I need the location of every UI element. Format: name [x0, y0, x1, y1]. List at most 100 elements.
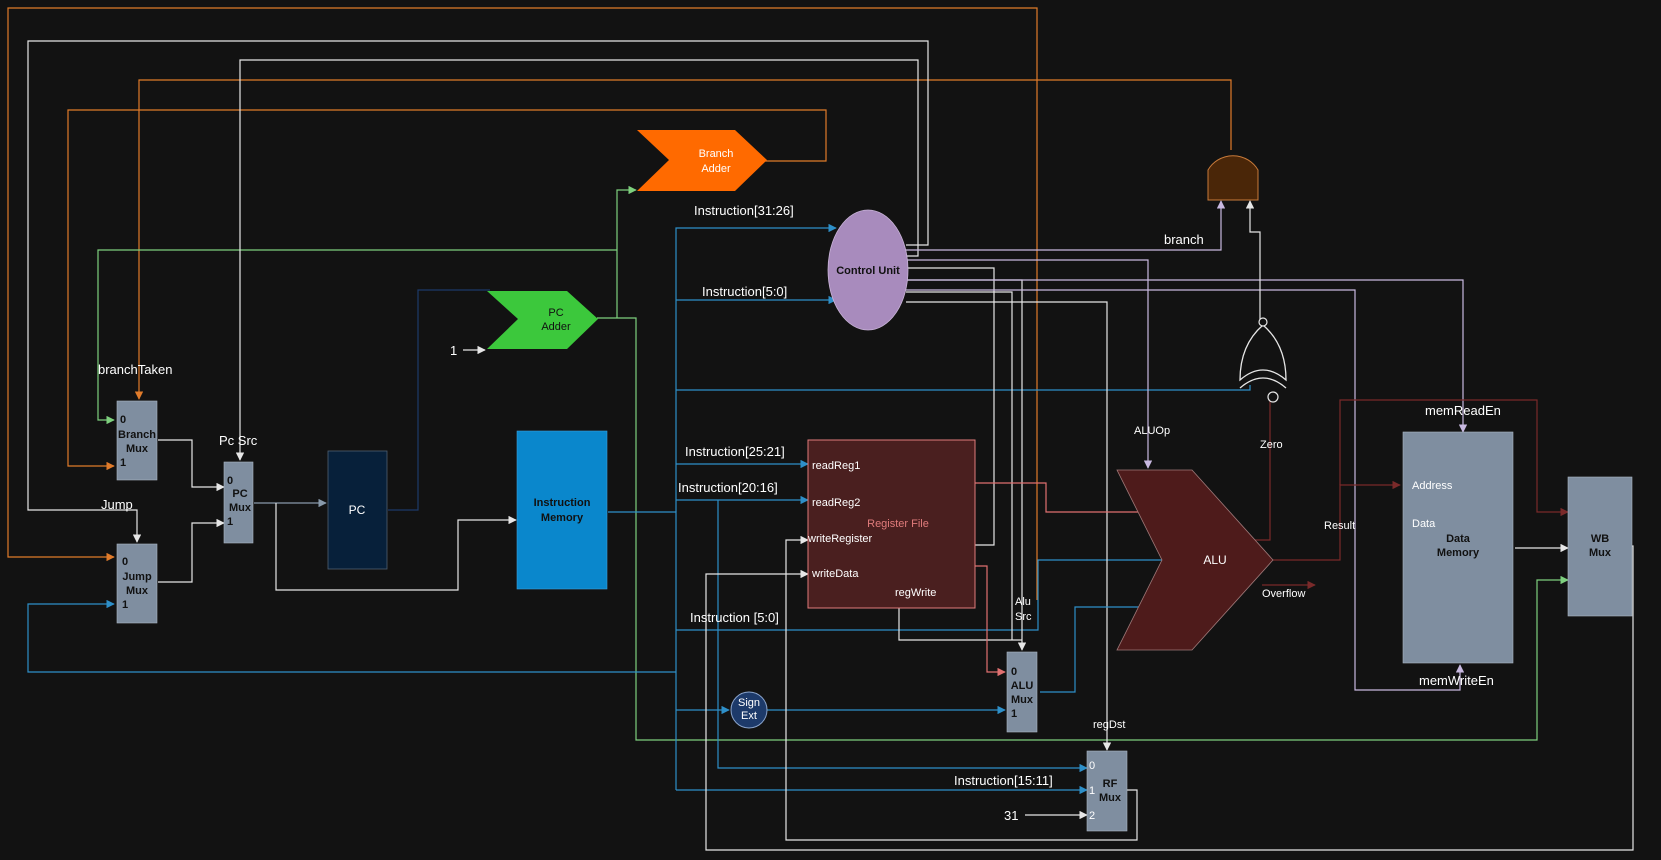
label-alu-src-2: Src — [1015, 611, 1032, 623]
wire-pc-adder-to-wb-mux — [597, 317, 1569, 741]
alu: ALU — [1116, 469, 1274, 651]
pc-mux-name2: Mux — [229, 502, 252, 514]
wire-jump-target-to-jump-mux — [7, 7, 1038, 600]
sign-ext-name2: Ext — [741, 710, 757, 722]
jump-mux-label-0: 0 — [122, 556, 128, 568]
pc-mux: 0 PC Mux 1 — [223, 461, 254, 544]
wire-alu-result — [1273, 480, 1401, 561]
wb-mux: WB Mux — [1567, 476, 1633, 617]
wire-cu-jump — [27, 40, 929, 543]
rf-mux-label-2: 2 — [1089, 810, 1095, 822]
wire-alu-mux-to-alu — [1040, 602, 1151, 693]
instruction-memory-name2: Memory — [541, 512, 584, 524]
branch-mux-label-1: 1 — [120, 457, 126, 469]
wire-instr-5-0-alu — [676, 555, 1184, 631]
alu-label: ALU — [1203, 553, 1226, 567]
xor-gate — [1239, 317, 1287, 403]
wire-branch-adder-to-branch-mux — [67, 109, 827, 471]
rf-port-readreg1: readReg1 — [812, 460, 860, 472]
wire-zero — [1253, 400, 1271, 541]
rf-mux: 0 1 2 RF Mux — [1086, 750, 1128, 832]
wire-cu-aluop — [906, 259, 1153, 469]
wire-and-to-branch-taken — [134, 79, 1232, 400]
label-instr-5-0-top: Instruction[5:0] — [702, 284, 787, 299]
pc-mux-label-0: 0 — [227, 475, 233, 487]
alu-mux: 0 ALU Mux 1 — [1006, 651, 1038, 733]
wire-cu-branch — [906, 200, 1226, 251]
wire-pc-adder-to-branch-mux — [97, 249, 617, 425]
jump-mux-label-1: 1 — [122, 599, 128, 611]
alu-mux-label-0: 0 — [1011, 666, 1017, 678]
rf-mux-label-1: 1 — [1089, 785, 1095, 797]
control-unit-label: Control Unit — [836, 265, 900, 277]
wire-read-data-1 — [974, 482, 1151, 517]
pc-mux-name1: PC — [232, 488, 247, 500]
label-mem-write-en: memWriteEn — [1419, 673, 1494, 688]
rf-mux-name1: RF — [1103, 778, 1118, 790]
sign-ext-name1: Sign — [738, 697, 760, 709]
label-jump: Jump — [101, 497, 133, 512]
rf-port-regwrite: regWrite — [895, 587, 936, 599]
label-reg-dst: regDst — [1093, 719, 1125, 731]
label-const-one: 1 — [450, 343, 457, 358]
wire-cu-pcsrc — [235, 59, 919, 461]
data-memory-name2: Memory — [1437, 547, 1480, 559]
and-gate — [1207, 155, 1259, 201]
wire-instr-bus — [608, 511, 677, 790]
control-unit: Control Unit — [827, 209, 909, 331]
wire-jump-mux-to-pc-mux — [158, 518, 225, 583]
jump-mux-name2: Mux — [126, 585, 149, 597]
instruction-memory: Instruction Memory — [516, 430, 608, 590]
wire-pc-to-pc-adder — [388, 289, 490, 511]
pc-label: PC — [349, 503, 366, 517]
wire-alu-result-to-wb — [1339, 399, 1569, 517]
label-alu-src-1: Alu — [1015, 596, 1031, 608]
pc-mux-label-1: 1 — [227, 516, 233, 528]
jump-mux: 0 Jump Mux 1 — [116, 543, 158, 624]
pc-adder: PC Adder — [487, 291, 598, 349]
wb-mux-name1: WB — [1591, 533, 1609, 545]
label-branch-taken: branchTaken — [98, 362, 172, 377]
pc-register: PC — [327, 450, 388, 570]
register-file-label: Register File — [867, 518, 929, 530]
wb-mux-name2: Mux — [1589, 547, 1612, 559]
rf-port-writedata: writeData — [811, 568, 859, 580]
label-aluop: ALUOp — [1134, 425, 1170, 437]
label-overflow: Overflow — [1262, 588, 1305, 600]
data-memory-address: Address — [1412, 480, 1453, 492]
alu-mux-name1: ALU — [1011, 680, 1034, 692]
rf-mux-name2: Mux — [1099, 792, 1122, 804]
rf-port-writeregister: writeRegister — [807, 533, 873, 545]
wire-xor-to-and — [1245, 200, 1261, 320]
rf-mux-label-0: 0 — [1089, 760, 1095, 772]
wire-rfmux-to-write-register — [785, 535, 1138, 841]
label-pc-src: Pc Src — [219, 433, 258, 448]
data-memory: Address Data Data Memory — [1402, 431, 1514, 664]
label-const-31: 31 — [1004, 808, 1018, 823]
branch-mux-name1: Branch — [118, 429, 156, 441]
branch-mux-label-0: 0 — [120, 414, 126, 426]
label-instr-31-26: Instruction[31:26] — [694, 203, 794, 218]
data-memory-data: Data — [1412, 518, 1436, 530]
label-result: Result — [1324, 520, 1355, 532]
branch-mux: 0 Branch Mux 1 — [116, 400, 158, 481]
pc-adder-name1: PC — [548, 307, 563, 319]
signal-labels: branchTaken Pc Src Jump 1 Instruction[31… — [98, 203, 1501, 823]
wire-cu-memwrite — [906, 289, 1465, 691]
label-branch: branch — [1164, 232, 1204, 247]
wire-instr-to-xor — [676, 385, 1251, 391]
label-mem-read-en: memReadEn — [1425, 403, 1501, 418]
alu-mux-name2: Mux — [1011, 694, 1034, 706]
label-zero: Zero — [1260, 439, 1283, 451]
label-instr-25-21: Instruction[25:21] — [685, 444, 785, 459]
wire-instr-to-jump-mux — [27, 599, 676, 673]
pc-adder-name2: Adder — [541, 321, 571, 333]
instruction-memory-name1: Instruction — [534, 497, 591, 509]
label-instr-15-11: Instruction[15:11] — [954, 773, 1053, 788]
rf-port-readreg2: readReg2 — [812, 497, 860, 509]
wire-cu-regdst — [906, 301, 1112, 751]
branch-adder: Branch Adder — [637, 130, 767, 191]
jump-mux-name1: Jump — [122, 571, 152, 583]
